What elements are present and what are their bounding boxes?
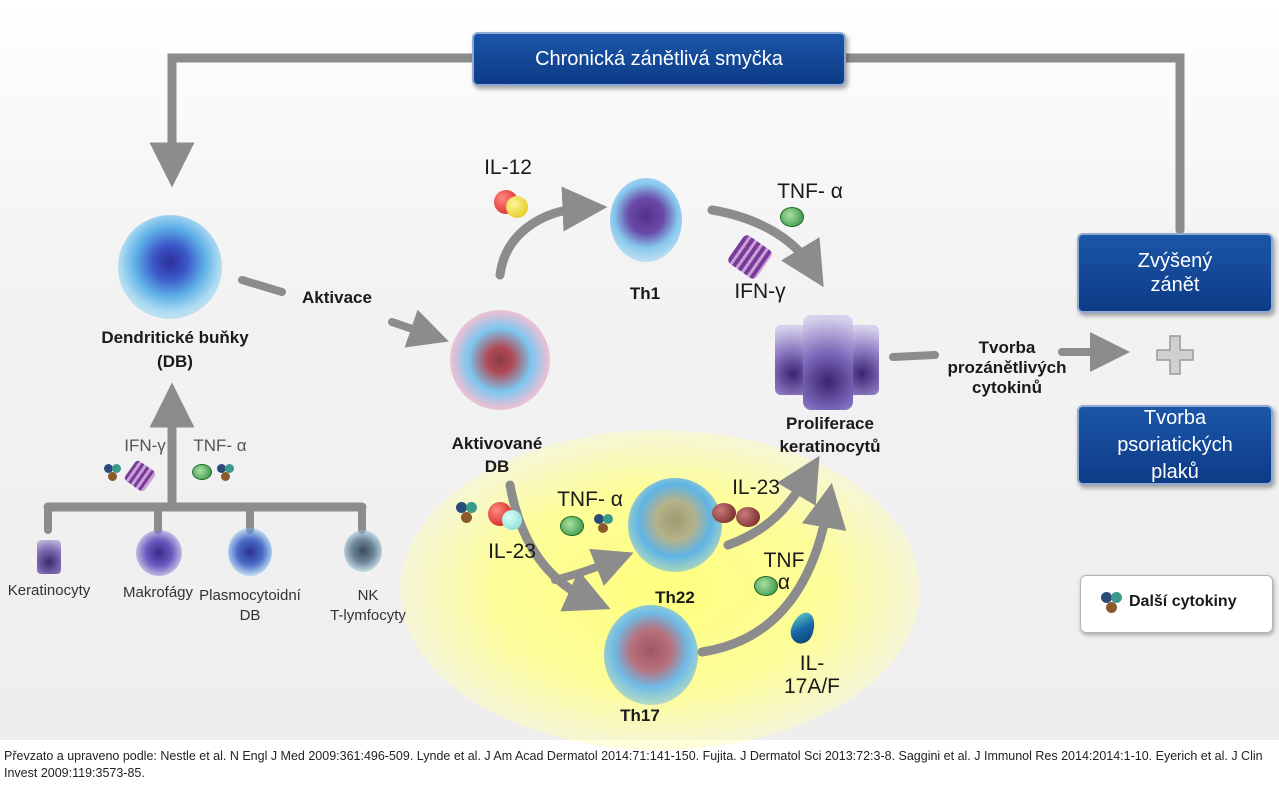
il23-left-cytokine-icon [456, 500, 526, 534]
tnf-right-label: TNF α [763, 549, 805, 594]
il12-label: IL-12 [484, 156, 532, 179]
arrow-to-activation [238, 276, 286, 296]
th17-cell-image [604, 605, 698, 705]
loop-arrow [840, 53, 1185, 235]
activated-dendritic-cell-image [450, 310, 550, 410]
source-label-macrophages: Makrofágy [122, 584, 194, 601]
ifn-left-label: IFN-γ [124, 436, 166, 455]
legend-label: Další cytokiny [1129, 593, 1237, 610]
dendritic-cell-image [118, 215, 222, 319]
cytokine-production-label: Tvorba prozánětlivých cytokinů [947, 338, 1067, 397]
arrow-db-to-th17 [505, 480, 611, 612]
il23-left-label: IL-23 [488, 540, 536, 563]
il12-cytokine-icon [494, 190, 534, 220]
tnf-left-cytokine-icon [192, 464, 212, 480]
increased-inflammation-box: Zvýšený zánět [1077, 233, 1273, 313]
tnf-top-label: TNF- α [777, 180, 843, 203]
th1-label: Th1 [629, 284, 661, 303]
psoriatic-plaques-box: Tvorba psoriatických plaků [1077, 405, 1273, 485]
il23-right-cytokine-icon [712, 503, 764, 527]
dendritic-cells-label: Dendritické buňky (DB) [101, 328, 249, 371]
keratinocytes-image [775, 315, 880, 410]
ifn-top-label: IFN-γ [734, 280, 786, 303]
il17-label: IL- 17A/F [783, 652, 841, 698]
source-label-nk-t: NK T-lymfocyty [330, 587, 406, 624]
arrow-layer [43, 53, 1194, 657]
tnf-right-cytokine-icon [754, 576, 778, 596]
other-cytokines-left2-icon [217, 464, 237, 484]
tnf-mid-label: TNF- α [557, 488, 623, 511]
loop-arrow-back [149, 53, 477, 188]
tnf-left-label: TNF- α [193, 436, 247, 455]
arrow-db-to-th1 [495, 186, 608, 280]
plus-sign [1156, 335, 1194, 375]
il23-right-label: IL-23 [732, 476, 780, 499]
tnf-mid-cytokine-icon [560, 514, 616, 544]
th22-cell-image [628, 478, 722, 572]
th17-label: Th17 [620, 706, 660, 725]
psoriatic-plaques-label: Tvorba psoriatických plaků [1117, 406, 1233, 483]
legend-box: Další cytokiny [1080, 575, 1273, 633]
chronic-loop-box: Chronická zánětlivá smyčka [472, 32, 846, 86]
tnf-top-cytokine-icon [780, 207, 804, 227]
references-footnote: Převzato a upraveno podle: Nestle et al.… [4, 749, 1263, 780]
source-label-keratinocytes: Keratinocyty [7, 582, 91, 599]
arrow-activation-to-db [388, 309, 449, 348]
arrow-to-th22 [551, 548, 634, 586]
activation-label: Aktivace [302, 288, 372, 307]
arrow-prolif-to-production [889, 351, 939, 361]
chronic-loop-label: Chronická zánětlivá smyčka [535, 48, 783, 70]
th22-label: Th22 [655, 588, 695, 607]
arrow-th1-to-prolif [707, 205, 824, 288]
arrow-th17-to-prolif [697, 482, 847, 657]
source-plasmacytoid-image [228, 528, 272, 576]
increased-inflammation-label: Zvýšený zánět [1137, 250, 1213, 296]
source-nk-cell-image [344, 530, 382, 572]
th1-cell-image [610, 178, 682, 262]
legend-cytokine-icon [1101, 592, 1125, 616]
source-keratinocyte-image [37, 540, 61, 574]
source-macrophage-image [136, 530, 182, 576]
source-label-plasmacytoid: Plasmocytoidní DB [199, 587, 301, 624]
activated-db-label: Aktivované DB [451, 434, 543, 476]
proliferation-label: Proliferace keratinocytů [779, 414, 881, 456]
other-cytokines-left-icon [104, 464, 124, 484]
diagram-canvas: Chronická zánětlivá smyčka Zvýšený zánět… [0, 0, 1279, 750]
